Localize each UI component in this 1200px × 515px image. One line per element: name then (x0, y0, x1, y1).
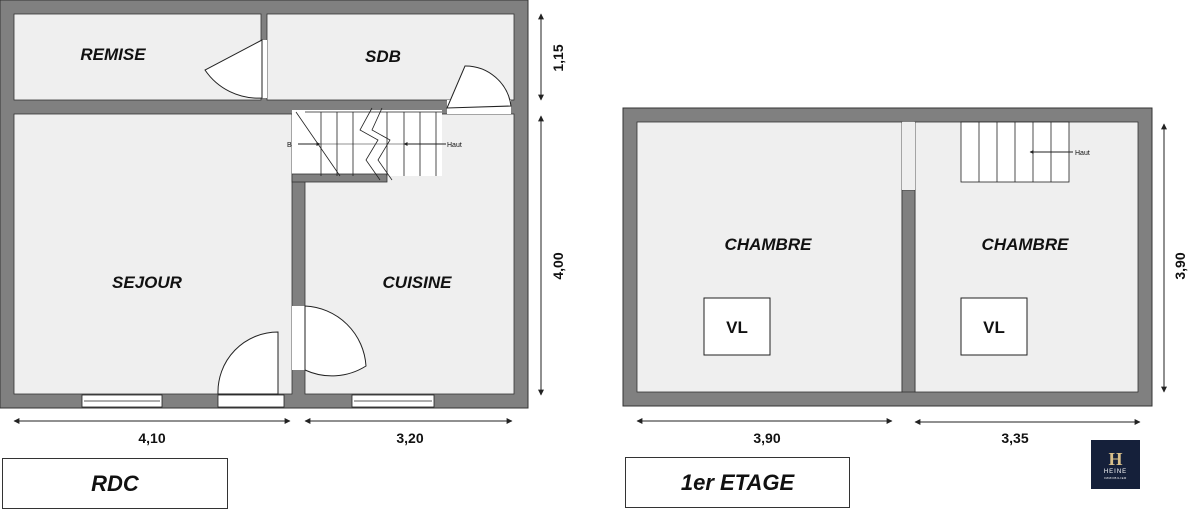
room-label-chambre-left: CHAMBRE (725, 235, 813, 254)
rdc-opening-stair (292, 114, 305, 176)
etage-plan: Haut VL VL CHAMBRE CHAMBRE 3,90 3,90 3,3… (622, 107, 1188, 446)
rdc-door-sdb (446, 65, 512, 109)
dim-rdc-main-height: 4,00 (550, 252, 566, 279)
rdc-stair-haut-label: Haut (447, 142, 462, 149)
dim-rdc-top-height: 1,15 (550, 44, 566, 71)
etage-partition-gap (902, 122, 915, 190)
room-label-sejour: SEJOUR (112, 273, 183, 292)
dim-etage-height: 3,90 (1172, 252, 1188, 279)
rdc-upper-partition (291, 173, 388, 183)
vl-box-right (960, 297, 1028, 356)
etage-partition (901, 189, 916, 393)
rdc-windows (81, 394, 435, 408)
logo-mark: H (1108, 448, 1123, 469)
room-label-chambre-right: CHAMBRE (982, 235, 1070, 254)
rdc-door-remise (204, 39, 263, 99)
rdc-stair-bas-label: B (287, 142, 292, 149)
etage-stair-haut-label: Haut (1075, 150, 1090, 157)
logo-brand: HEINE (1103, 468, 1128, 475)
rdc-doors (204, 39, 512, 395)
rdc-opening-sejour-cuisine (292, 306, 305, 370)
vl-label-left: VL (726, 318, 748, 337)
rdc-plan: B Haut REMISE SDB SEJOUR CUISINE 1,15 4,… (0, 0, 566, 446)
rdc-door-entry (217, 331, 279, 395)
rdc-stair-area (292, 110, 442, 176)
dim-etage-left-width: 3,90 (753, 430, 780, 446)
logo-subtitle: IMMOBILIER (1104, 475, 1127, 480)
room-label-sdb: SDB (365, 47, 401, 66)
rdc-window-2 (217, 394, 285, 408)
vl-label-right: VL (983, 318, 1005, 337)
vl-box-left (703, 297, 771, 356)
level-label-rdc: RDC (2, 458, 228, 509)
dim-rdc-left-width: 4,10 (138, 430, 165, 446)
dim-rdc-right-width: 3,20 (396, 430, 423, 446)
rdc-opening-remise (261, 40, 267, 98)
room-label-remise: REMISE (80, 45, 146, 64)
rdc-door-cuisine (304, 305, 367, 377)
agency-logo: H HEINE IMMOBILIER (1091, 440, 1140, 489)
dim-etage-right-width: 3,35 (1001, 430, 1028, 446)
level-label-etage: 1er ETAGE (625, 457, 850, 508)
room-label-cuisine: CUISINE (383, 273, 453, 292)
